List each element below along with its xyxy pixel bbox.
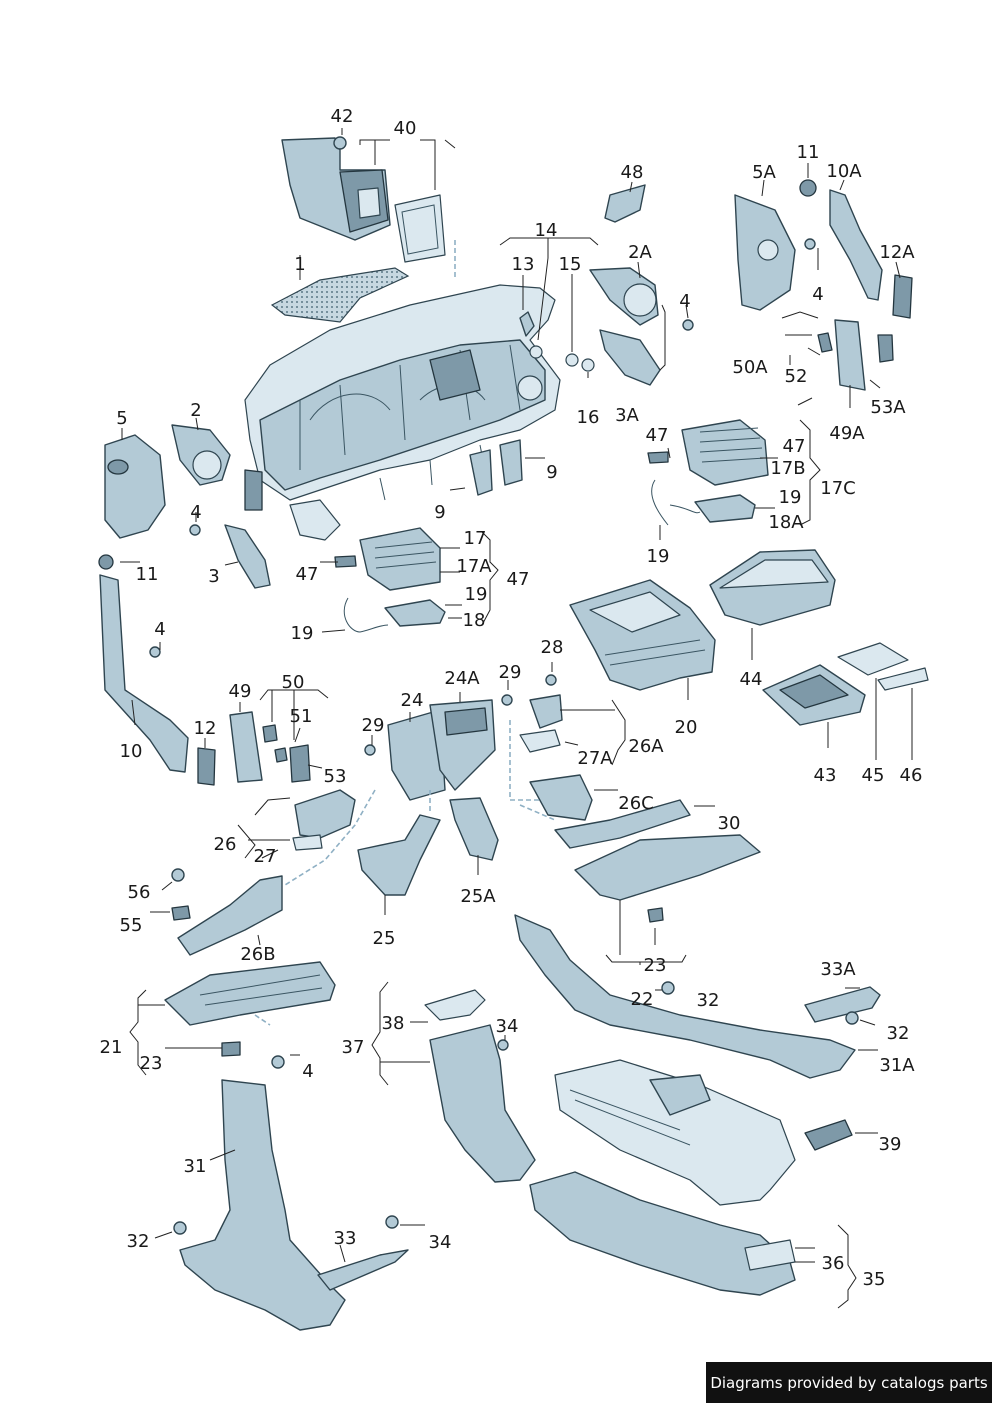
- part-callout-label: 11: [136, 564, 159, 585]
- part-callout-label: 26C: [618, 793, 653, 814]
- part-callout-label: 18A: [768, 512, 804, 533]
- part-callout-label: 21: [100, 1037, 123, 1058]
- part-callout-label: 51: [290, 706, 313, 727]
- part-callout-label: 38: [382, 1013, 405, 1034]
- part-callout-label: 3: [208, 566, 219, 587]
- part-callout-label: 2A: [628, 242, 652, 263]
- part-callout-label: 47: [646, 425, 669, 446]
- part-callout-label: 34: [429, 1232, 452, 1253]
- part-callout-label: 35: [863, 1269, 886, 1290]
- dash-mat: [270, 267, 410, 323]
- part-callout-label: 4: [812, 284, 823, 305]
- part-callout-label: 53A: [870, 397, 906, 418]
- part-callout-label: 26B: [240, 944, 275, 965]
- part-callout-label: 17A: [456, 556, 492, 577]
- part-callout-label: 29: [362, 715, 385, 736]
- part-callout-label: 50A: [732, 357, 768, 378]
- part-callout-label: 9: [434, 502, 445, 523]
- part-callout-label: 19: [465, 584, 488, 605]
- part-callout-label: 23: [140, 1053, 163, 1074]
- part-callout-label: 39: [879, 1134, 902, 1155]
- part-callout-label: 30: [718, 813, 741, 834]
- part-callout-label: 31: [184, 1156, 207, 1177]
- part-callout-label: 45: [862, 765, 885, 786]
- part-callout-label: 17: [464, 528, 487, 549]
- part-callout-label: 55: [120, 915, 143, 936]
- part-callout-label: 27A: [577, 748, 613, 769]
- part-callout-label: 26A: [628, 736, 664, 757]
- part-callout-label: 9: [546, 462, 557, 483]
- part-callout-label: 4: [190, 502, 201, 523]
- part-callout-label: 4: [679, 291, 690, 312]
- part-callout-label: 46: [900, 765, 923, 786]
- part-callout-label: 15: [559, 254, 582, 275]
- part-callout-label: 23: [644, 955, 667, 976]
- credit-text: Diagrams provided by catalogs parts: [710, 1373, 988, 1392]
- part-callout-label: 40: [394, 118, 417, 139]
- part-callout-label: 25: [373, 928, 396, 949]
- part-callout-label: 12A: [879, 242, 915, 263]
- leader-lines: [120, 128, 913, 1309]
- part-callout-label: 28: [541, 637, 564, 658]
- part-callout-label: 52: [785, 366, 808, 387]
- part-callout-label: 16: [577, 407, 600, 428]
- part-callout-label: 18: [463, 610, 486, 631]
- part-callout-label: 12: [194, 718, 217, 739]
- part-callout-label: 50: [282, 672, 305, 693]
- part-shapes: [98, 136, 929, 1331]
- part-callout-label: 47: [507, 569, 530, 590]
- part-callout-label: 19: [291, 623, 314, 644]
- part-callout-label: 19: [647, 546, 670, 567]
- part-callout-label: 13: [512, 254, 535, 275]
- part-callout-label: 19: [779, 487, 802, 508]
- part-callout-label: 34: [496, 1016, 519, 1037]
- part-callout-label: 42: [331, 106, 354, 127]
- part-callout-label: 29: [499, 662, 522, 683]
- part-callout-label: 32: [697, 990, 720, 1011]
- part-callout-label: 33A: [820, 959, 856, 980]
- part-callout-label: 24: [401, 690, 424, 711]
- part-callout-label: 20: [675, 717, 698, 738]
- part-callout-label: 1: [294, 254, 305, 275]
- part-callout-label: 27: [254, 846, 277, 867]
- part-callout-label: 32: [127, 1231, 150, 1252]
- part-callout-label: 17C: [820, 478, 855, 499]
- part-callout-label: 5A: [752, 162, 776, 183]
- part-callout-label: 49: [229, 681, 252, 702]
- part-callout-label: 33: [334, 1228, 357, 1249]
- part-callout-label: 53: [324, 766, 347, 787]
- part-callout-label: 4: [302, 1061, 313, 1082]
- part-callout-label: 47: [783, 436, 806, 457]
- part-callout-label: 10: [120, 741, 143, 762]
- diagram-credit-banner: Diagrams provided by catalogs parts: [706, 1362, 992, 1403]
- part-callout-label: 31A: [879, 1055, 915, 1076]
- part-callout-label: 26: [214, 834, 237, 855]
- part-callout-label: 2: [190, 400, 201, 421]
- part-callout-label: 49A: [829, 423, 865, 444]
- part-callout-label: 14: [535, 220, 558, 241]
- part-callout-label: 4: [154, 619, 165, 640]
- part-callout-label: 44: [740, 669, 763, 690]
- part-callout-label: 36: [822, 1253, 845, 1274]
- part-callout-label: 3A: [615, 405, 639, 426]
- part-callout-label: 22: [631, 989, 654, 1010]
- part-callout-label: 56: [128, 882, 151, 903]
- part-callout-label: 25A: [460, 886, 496, 907]
- part-callout-label: 37: [342, 1037, 365, 1058]
- assembly-lines: [254, 240, 556, 1026]
- part-callout-label: 24A: [444, 668, 480, 689]
- part-callout-label: 10A: [826, 161, 862, 182]
- part-callout-label: 47: [296, 564, 319, 585]
- part-callout-label: 32: [887, 1023, 910, 1044]
- part-callout-label: 5: [116, 408, 127, 429]
- part-callout-label: 11: [797, 142, 820, 163]
- part-callout-label: 17B: [770, 458, 805, 479]
- part-callout-label: 43: [814, 765, 837, 786]
- part-callout-label: 48: [621, 162, 644, 183]
